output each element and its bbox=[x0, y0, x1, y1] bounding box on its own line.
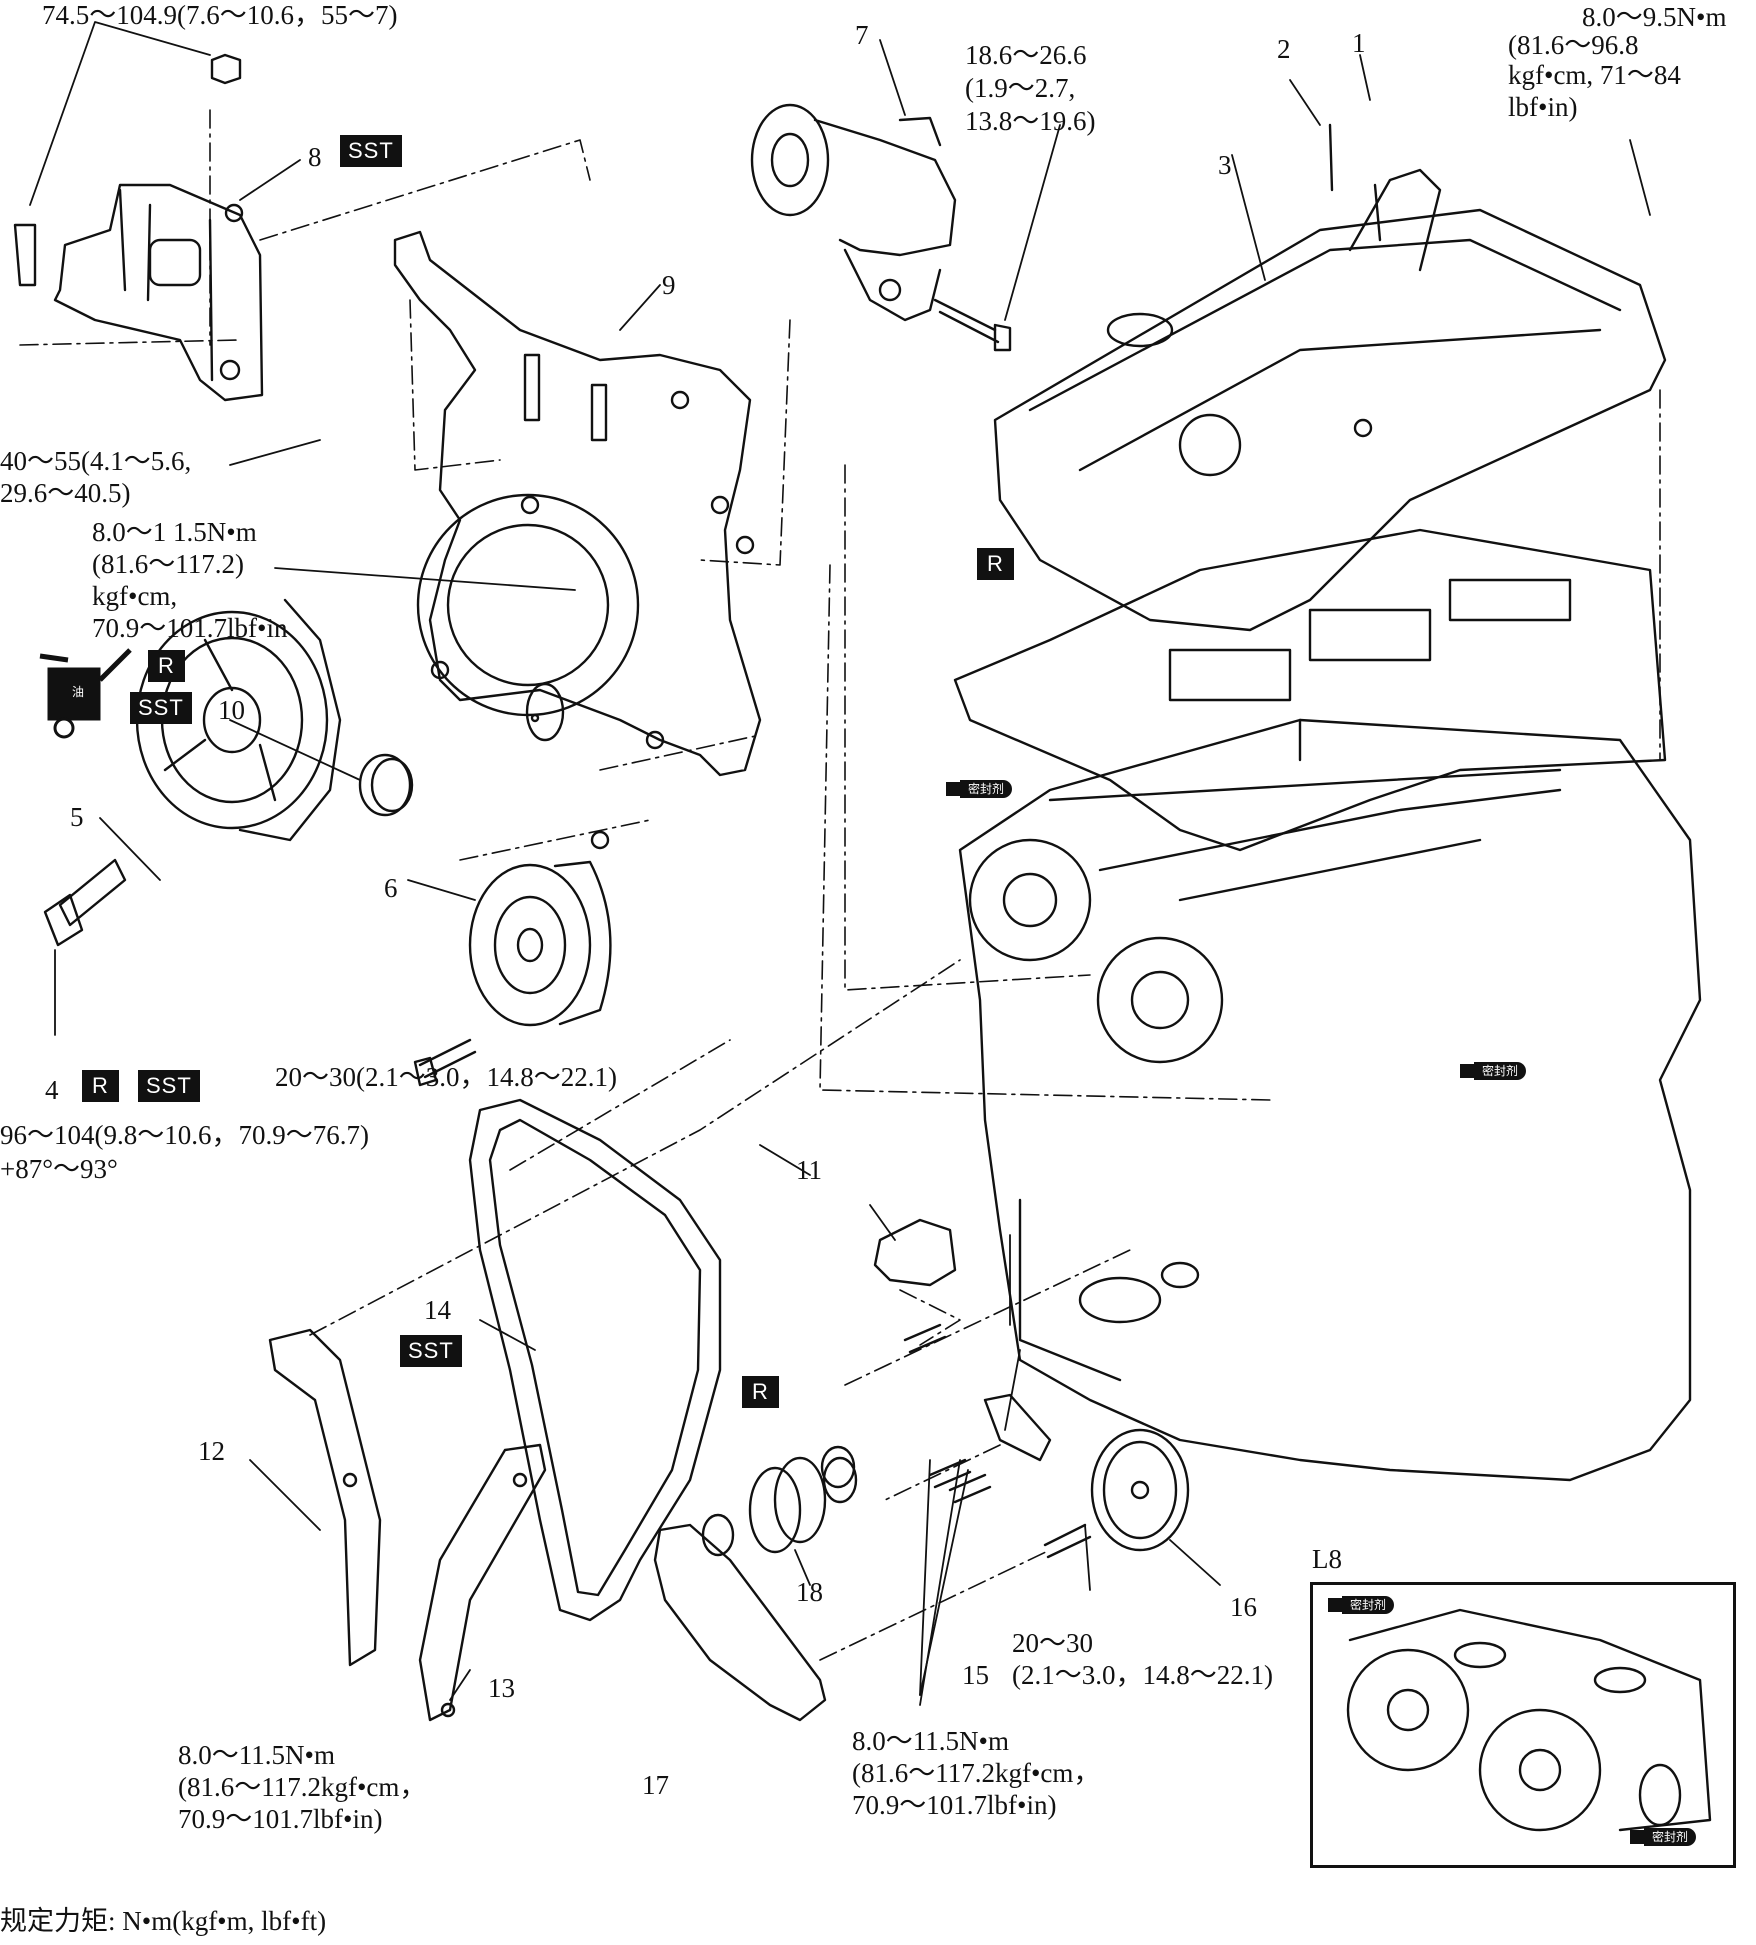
head-cover-gasket bbox=[953, 528, 1667, 852]
front-cover bbox=[393, 230, 762, 850]
part-number-10: 10 bbox=[218, 695, 245, 725]
front-small-torque-line4: 70.9～101.7lbf•in bbox=[92, 613, 288, 643]
oil-pump-chain bbox=[653, 1523, 827, 1722]
cover-bolt-torque-line4: lbf•in) bbox=[1508, 92, 1578, 122]
timing-chain bbox=[468, 1098, 722, 1622]
alignment-lines bbox=[19, 109, 1661, 1661]
r-badge-sprocket: R bbox=[742, 1376, 779, 1408]
sealant-tube-inset-top: 密封剂 bbox=[1328, 1596, 1395, 1614]
part-number-11: 11 bbox=[796, 1155, 822, 1185]
engine-mount-torque: 74.5～104.9(7.6～10.6，55～7) bbox=[42, 0, 398, 30]
sealant-label: 密封剂 bbox=[960, 780, 1013, 798]
part-number-16: 16 bbox=[1230, 1592, 1257, 1622]
part-number-4: 4 bbox=[45, 1075, 59, 1105]
front-cover-torque-line1: 40～55(4.1～5.6, bbox=[0, 446, 192, 476]
front-small-torque-line1: 8.0～1 1.5N•m bbox=[92, 517, 257, 547]
pump-torque-line3: 70.9～101.7lbf•in) bbox=[852, 1790, 1057, 1820]
part-number-1: 1 bbox=[1352, 28, 1366, 58]
inset-frame bbox=[1310, 1582, 1736, 1868]
part-number-5: 5 bbox=[70, 802, 84, 832]
sst-badge-crank-bolt: SST bbox=[138, 1070, 200, 1102]
part-number-17: 17 bbox=[642, 1770, 669, 1800]
guide-torque-line2: (81.6～117.2kgf•cm， bbox=[178, 1772, 427, 1802]
r-badge-crank-bolt: R bbox=[82, 1070, 119, 1102]
guide-torque-line3: 70.9～101.7lbf•in) bbox=[178, 1804, 383, 1834]
cover-bolt-torque-line3: kgf•cm, 71～84 bbox=[1508, 60, 1681, 90]
sealant-tube-head: 密封剂 bbox=[946, 780, 1013, 798]
sst-badge-chain: SST bbox=[400, 1335, 462, 1367]
part-number-12: 12 bbox=[198, 1436, 225, 1466]
sealant-tube-inset-bottom: 密封剂 bbox=[1630, 1828, 1697, 1846]
idler-pulley bbox=[413, 860, 612, 1087]
sealant-label: 密封剂 bbox=[1342, 1596, 1395, 1614]
part-number-9: 9 bbox=[662, 270, 676, 300]
part-number-13: 13 bbox=[488, 1673, 515, 1703]
tensioner-torque-line3: 13.8～19.6) bbox=[965, 106, 1096, 136]
part-number-2: 2 bbox=[1277, 34, 1291, 64]
sealant-label: 密封剂 bbox=[1474, 1062, 1527, 1080]
oil-pump-sprocket bbox=[1043, 1428, 1190, 1559]
part-number-3: 3 bbox=[1218, 150, 1232, 180]
part-number-14: 14 bbox=[424, 1295, 451, 1325]
oil-can-label: 油 bbox=[72, 685, 85, 699]
idler-torque: 20～30(2.1～3.0，14.8～22.1) bbox=[275, 1062, 617, 1092]
pump-torque-line1: 8.0～11.5N•m bbox=[852, 1726, 1009, 1756]
chain-guides bbox=[268, 1328, 547, 1722]
part-number-6: 6 bbox=[384, 873, 398, 903]
r-badge-oil-seal: R bbox=[148, 650, 185, 682]
tensioner-torque-line1: 18.6～26.6 bbox=[965, 40, 1087, 70]
sprocket-torque-line2: (2.1～3.0，14.8～22.1) bbox=[1012, 1660, 1273, 1690]
tensioner-torque-line2: (1.9～2.7, bbox=[965, 73, 1076, 103]
part-number-8: 8 bbox=[308, 142, 322, 172]
cover-bolt-torque-line1: 8.0～9.5N•m bbox=[1582, 2, 1727, 32]
crank-sprocket bbox=[701, 1445, 858, 1557]
front-small-torque-line2: (81.6～117.2) bbox=[92, 549, 244, 579]
engine-block bbox=[958, 718, 1702, 1482]
engine-mount bbox=[13, 53, 264, 402]
guide-torque-line1: 8.0～11.5N•m bbox=[178, 1740, 335, 1770]
sst-badge-oil-seal: SST bbox=[130, 692, 192, 724]
sprocket-torque-line1: 20～30 bbox=[1012, 1628, 1093, 1658]
front-small-torque-line3: kgf•cm, bbox=[92, 581, 178, 611]
part-number-7: 7 bbox=[855, 20, 869, 50]
inset-title: L8 bbox=[1312, 1544, 1342, 1574]
part-number-15: 15 bbox=[962, 1660, 989, 1690]
leader-lines bbox=[29, 21, 1651, 1706]
sealant-tube-block: 密封剂 bbox=[1460, 1062, 1527, 1080]
pump-torque-line2: (81.6～117.2kgf•cm， bbox=[852, 1758, 1101, 1788]
cover-bolt-torque-line2: (81.6～96.8 bbox=[1508, 30, 1639, 60]
crank-pulley bbox=[43, 598, 342, 947]
crank-torque-line2: +87°～93° bbox=[0, 1154, 118, 1184]
sealant-label: 密封剂 bbox=[1644, 1828, 1697, 1846]
front-cover-torque-line2: 29.6～40.5) bbox=[0, 478, 131, 508]
r-badge-gasket: R bbox=[977, 548, 1014, 580]
crank-torque-line1: 96～104(9.8～10.6，70.9～76.7) bbox=[0, 1120, 369, 1150]
inset-drawing bbox=[1346, 1608, 1712, 1832]
sst-badge-mount: SST bbox=[340, 135, 402, 167]
belt-tensioner bbox=[750, 103, 1012, 352]
head-cover bbox=[993, 123, 1667, 632]
oil-seal bbox=[358, 753, 414, 817]
torque-unit-legend: 规定力矩: N•m(kgf•m, lbf•ft) bbox=[0, 1906, 327, 1936]
part-number-18: 18 bbox=[796, 1577, 823, 1607]
oil-can-icon bbox=[39, 648, 132, 739]
